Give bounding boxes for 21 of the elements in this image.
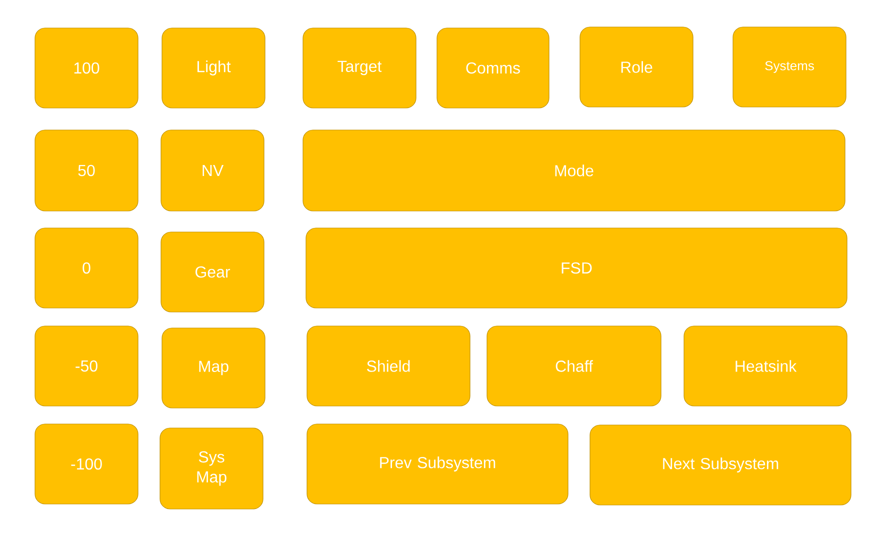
key-box: Gear xyxy=(160,232,264,312)
key-box: FSD xyxy=(306,228,848,308)
key-box: Chaff xyxy=(486,326,662,406)
key-box: Comms xyxy=(436,28,550,108)
key-box: Heatsink xyxy=(684,326,848,406)
key-box: NV xyxy=(160,130,264,212)
key-box: -50 xyxy=(34,326,138,406)
key-box: Role xyxy=(580,26,694,108)
key-box: Sys Map xyxy=(160,428,264,510)
key-box: -100 xyxy=(34,424,138,504)
key-box: Prev Subsystem xyxy=(306,424,568,504)
key-box: 0 xyxy=(34,228,138,308)
key-box: Mode xyxy=(302,130,846,212)
key-box: Next Subsystem xyxy=(590,424,852,506)
key-box: Shield xyxy=(306,326,470,406)
key-box: Systems xyxy=(732,26,846,108)
key-box: 50 xyxy=(34,130,138,212)
key-box: Map xyxy=(162,328,266,408)
key-box: 100 xyxy=(34,28,138,108)
key-box: Light xyxy=(162,28,266,108)
key-box: Target xyxy=(302,28,416,108)
